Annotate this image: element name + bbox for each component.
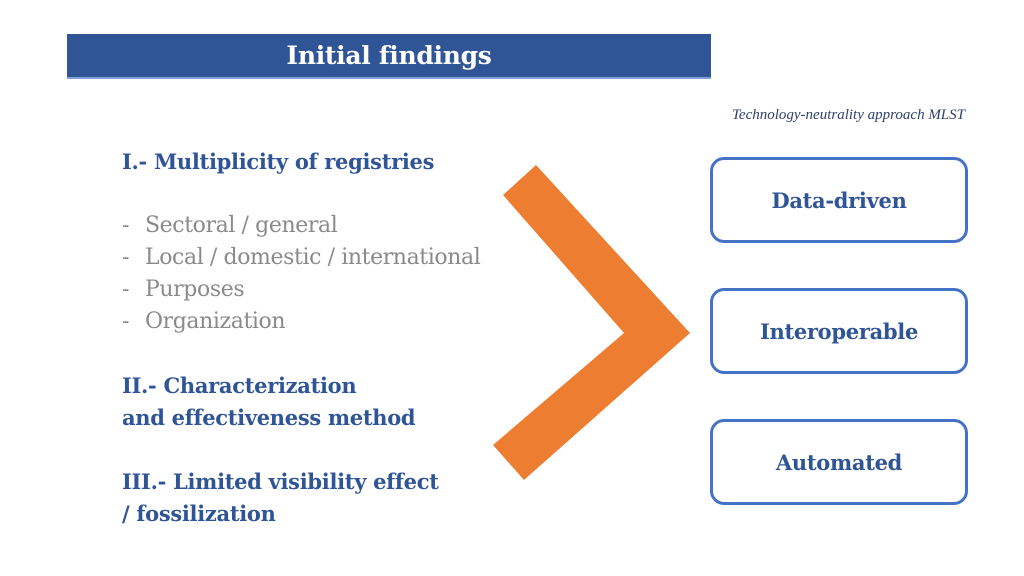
bullet-text: Local / domestic / international — [145, 245, 481, 270]
bullet-item: -Local / domestic / international — [122, 242, 481, 274]
finding-heading-3-line-1: III.- Limited visibility effect — [122, 469, 439, 494]
finding-heading-3-line-2: / fossilization — [122, 501, 276, 526]
chevron-right-icon — [493, 165, 690, 480]
finding-heading-3: III.- Limited visibility effect / fossil… — [122, 466, 522, 530]
chevron-shape — [493, 165, 690, 480]
finding-heading-2: II.- Characterization and effectiveness … — [122, 370, 522, 434]
approach-label: Technology-neutrality approach MLST — [731, 107, 965, 123]
bullet-text: Sectoral / general — [145, 213, 338, 238]
finding-heading-1: I.- Multiplicity of registries — [122, 149, 435, 174]
finding-heading-2-line-1: II.- Characterization — [122, 373, 357, 398]
outcome-box-data-driven: Data-driven — [710, 157, 968, 243]
bullet-item: -Sectoral / general — [122, 210, 480, 242]
outcome-box-interoperable: Interoperable — [710, 288, 968, 374]
bullet-marker: - — [122, 309, 130, 334]
bullet-text: Organization — [145, 309, 286, 334]
outcome-label: Interoperable — [759, 318, 919, 344]
bullet-item: -Organization — [122, 306, 480, 338]
title-banner: Initial findings — [67, 34, 711, 79]
outcome-label: Data-driven — [771, 187, 907, 213]
bullet-item: -Purposes — [122, 274, 480, 306]
finding-bullets: -Sectoral / general -Local / domestic / … — [122, 210, 481, 338]
outcome-label: Automated — [775, 449, 903, 475]
outcome-box-automated: Automated — [710, 419, 968, 505]
bullet-marker: - — [122, 245, 130, 270]
bullet-marker: - — [122, 277, 130, 302]
slide-title: Initial findings — [286, 41, 492, 70]
finding-heading-2-line-2: and effectiveness method — [122, 405, 416, 430]
bullet-marker: - — [122, 213, 130, 238]
bullet-text: Purposes — [145, 277, 245, 302]
